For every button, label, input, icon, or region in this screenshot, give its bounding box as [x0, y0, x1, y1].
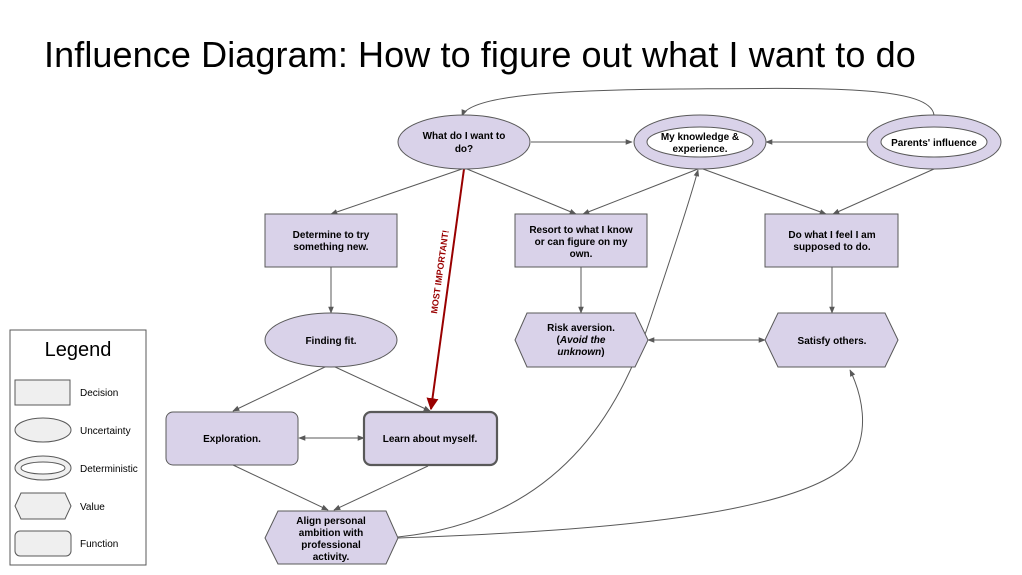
node-label-line: Align personal [296, 516, 366, 527]
legend-label: Function [80, 539, 118, 550]
legend-title: Legend [45, 339, 112, 361]
legend-frame [9, 329, 147, 566]
deterministic-legend-icon-inner [20, 461, 66, 475]
uncertainty-shape [397, 114, 531, 170]
uncertainty-shape [264, 312, 398, 368]
node-label-line: Risk aversion. [547, 323, 615, 334]
decision-legend-icon [14, 379, 71, 406]
value-shape [264, 510, 399, 565]
edge-parents-to-what [461, 87, 935, 117]
node-label-line: do? [455, 144, 473, 155]
node-label-line: Finding fit. [305, 336, 356, 347]
legend-item-function: Function [14, 530, 118, 557]
node-label-line: Exploration. [203, 434, 261, 445]
node-label-line: Parents' influence [891, 138, 977, 149]
node-label-line: Determine to try [293, 230, 370, 241]
legend-item-deterministic: Deterministic [14, 455, 138, 481]
function-legend-icon [14, 530, 72, 557]
most-important-annotation: MOST IMPORTANT! [429, 229, 451, 314]
decision-shape [764, 213, 899, 268]
edge-findingfit-to-exploration [232, 365, 328, 412]
node-label-line: experience. [672, 144, 727, 155]
node-learn-about-myself[interactable]: Learn about myself. [362, 410, 499, 467]
legend-label: Deterministic [80, 464, 138, 475]
edge-knowledge-to-supposed [702, 168, 827, 215]
node-label-line: activity. [313, 552, 350, 563]
node-resort-to-what-i-know[interactable]: Resort to what I know or can figure on m… [514, 213, 648, 268]
node-label-line: own. [570, 249, 593, 260]
edge-learn-to-align [333, 465, 429, 511]
legend-label: Uncertainty [80, 426, 131, 437]
node-label-line: or can figure on my [535, 237, 628, 248]
node-label-line: unknown) [557, 347, 604, 358]
node-satisfy-others[interactable]: Satisfy others. [764, 312, 899, 368]
value-shape [764, 312, 899, 368]
paren-open: ( [557, 335, 561, 346]
node-label-line: professional [301, 540, 361, 551]
node-label-line: What do I want to [423, 131, 506, 142]
deterministic-inner-shape [646, 126, 754, 158]
value-shape [514, 312, 649, 368]
diagram-title: Influence Diagram: How to figure out wha… [44, 34, 916, 75]
legend-label: Value [80, 502, 105, 513]
edge-knowledge-to-resort [582, 168, 699, 215]
node-risk-aversion[interactable]: Risk aversion. (Avoid the unknown) [514, 312, 649, 368]
legend: Legend Decision Uncertainty Deterministi… [9, 329, 147, 566]
edge-exploration-to-align [232, 464, 329, 511]
node-parents-influence[interactable]: Parents' influence [866, 114, 1002, 170]
paren-close: ) [601, 347, 604, 358]
decision-shape [514, 213, 648, 268]
edge-align-to-satisfy [397, 369, 864, 539]
node-label-line: ambition with [299, 528, 363, 539]
uncertainty-legend-icon [14, 417, 72, 443]
italic-text: unknown [557, 347, 601, 358]
node-label-line: supposed to do. [793, 242, 870, 253]
edge-what-to-trynew [330, 168, 463, 215]
node-label-line: Resort to what I know [529, 225, 633, 236]
decision-shape [264, 213, 398, 268]
deterministic-inner-shape [880, 126, 988, 158]
edge-parents-to-supposed [832, 168, 935, 215]
edge-findingfit-to-learn [332, 365, 431, 412]
node-supposed-to-do[interactable]: Do what I feel I am supposed to do. [764, 213, 899, 268]
node-exploration[interactable]: Exploration. [165, 411, 299, 466]
node-what-do-i-want[interactable]: What do I want to do? [397, 114, 531, 170]
node-try-something-new[interactable]: Determine to try something new. [264, 213, 398, 268]
node-align-ambition[interactable]: Align personal ambition with professiona… [264, 510, 399, 565]
node-label-line: Satisfy others. [798, 336, 867, 347]
value-legend-icon [14, 492, 72, 520]
node-label-line: Do what I feel I am [788, 230, 875, 241]
node-label-line: something new. [293, 242, 368, 253]
legend-label: Decision [80, 388, 118, 399]
node-finding-fit[interactable]: Finding fit. [264, 312, 398, 368]
function-shape [362, 410, 499, 467]
node-label-line: (Avoid the [557, 335, 606, 346]
legend-item-decision: Decision [14, 379, 118, 406]
node-knowledge-experience[interactable]: My knowledge & experience. [633, 114, 767, 170]
edge-what-to-resort [466, 168, 577, 215]
legend-item-value: Value [14, 492, 105, 520]
node-label-line: My knowledge & [661, 132, 739, 143]
node-label-line: Learn about myself. [383, 434, 478, 445]
italic-text: Avoid the [559, 335, 606, 346]
legend-item-uncertainty: Uncertainty [14, 417, 131, 443]
edge-what-to-learn-emphasis [426, 168, 465, 411]
function-shape [165, 411, 299, 466]
